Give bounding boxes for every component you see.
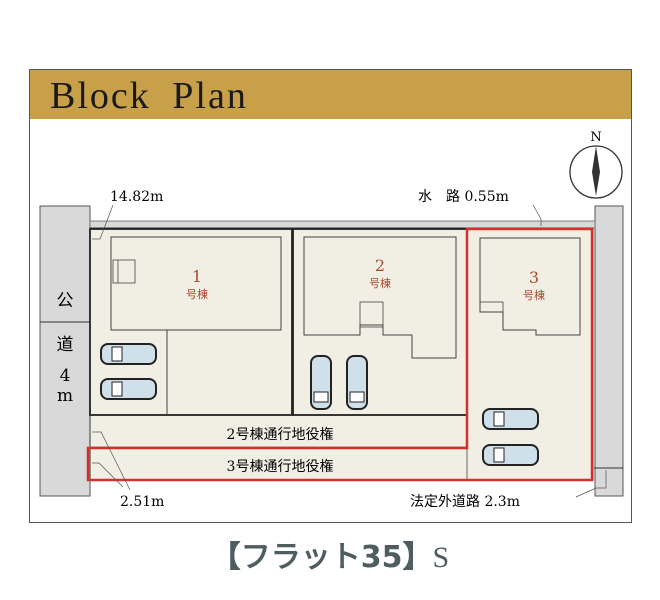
lot-3-label: 号棟 — [523, 288, 545, 302]
easement-lot3-label: 3号棟通行地役権 — [227, 458, 334, 475]
page-title: Block Plan — [50, 75, 248, 117]
car-icon — [346, 355, 368, 410]
flat35s-logo: 【フラット35】S — [0, 532, 660, 576]
lot-2-number: 2 — [375, 256, 385, 275]
public-road-label: 道 — [57, 335, 74, 355]
lot-3-highlight — [86, 227, 594, 482]
public-road — [39, 205, 91, 497]
car-icon — [100, 343, 157, 365]
flat35-brand: 【フラット35】 — [210, 540, 433, 575]
public-road-label: 公 — [57, 291, 74, 311]
frontage-dimension: 14.82m — [110, 189, 163, 205]
compass-label: N — [590, 130, 601, 145]
header-bar: Block Plan — [30, 70, 631, 119]
north-compass-icon: N — [569, 130, 623, 199]
public-road-unit: m — [57, 386, 73, 406]
lot-2-label: 号棟 — [369, 276, 391, 290]
car-icon — [100, 378, 157, 400]
car-icons — [100, 343, 539, 466]
car-icon — [310, 355, 332, 410]
car-icon — [482, 444, 539, 466]
car-icon — [482, 408, 539, 430]
house-1 — [110, 236, 282, 331]
private-road — [594, 205, 624, 497]
private-road-dimension: 法定外道路 2.3m — [410, 494, 520, 510]
lot-3-number: 3 — [529, 268, 539, 287]
lot-1-number: 1 — [192, 267, 202, 286]
waterway — [89, 220, 596, 229]
easement-lot2-label: 2号棟通行地役権 — [227, 426, 334, 443]
public-road-width: 4 — [60, 366, 71, 386]
lot-1-label: 号棟 — [186, 287, 208, 301]
waterway-dimension: 水 路 0.55m — [418, 189, 509, 205]
flat35-suffix: S — [432, 541, 450, 574]
house-2 — [303, 236, 457, 359]
easement-width-dimension: 2.51m — [120, 494, 164, 510]
